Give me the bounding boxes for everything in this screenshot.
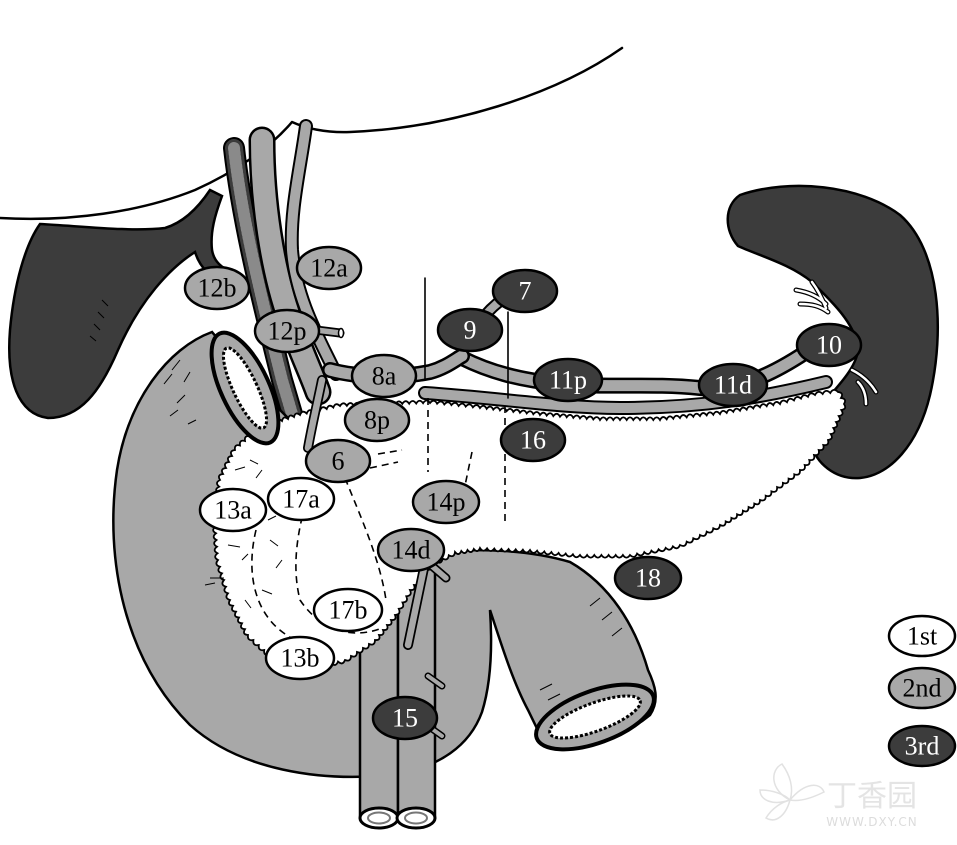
station-12a: 12a [295, 245, 363, 291]
station-15: 15 [371, 695, 439, 741]
node-ellipse [436, 307, 504, 353]
legend-label: 1st [907, 622, 938, 651]
station-label: 17b [329, 596, 368, 625]
node-ellipse [198, 487, 268, 533]
station-14d: 14d [376, 527, 446, 573]
ivc-lumen [367, 811, 391, 825]
station-7: 7 [491, 268, 559, 314]
station-13b: 13b [264, 635, 336, 681]
aorta-lumen [404, 811, 428, 825]
station-label: 11p [549, 366, 587, 395]
station-label: 6 [332, 447, 345, 476]
station-8a: 8a [350, 353, 418, 399]
watermark-site: WWW.DXY.CN [826, 815, 918, 829]
splenic-hilum-vessels [793, 279, 879, 443]
station-16: 16 [499, 417, 567, 463]
station-label: 12b [198, 274, 237, 303]
station-6: 6 [304, 438, 372, 484]
legend-swatch [887, 666, 957, 710]
station-label: 18 [635, 564, 661, 593]
station-18: 18 [613, 555, 683, 601]
station-label: 8p [364, 406, 390, 435]
dashed-boundaries [251, 398, 506, 643]
liver-edge [0, 46, 624, 221]
gallbladder-texture [89, 299, 109, 342]
station-label: 14d [392, 536, 431, 565]
station-14p: 14p [411, 479, 481, 525]
station-label: 13b [281, 644, 320, 673]
station-10: 10 [795, 322, 863, 368]
splenic-vein [418, 375, 833, 415]
station-label: 12p [268, 317, 307, 346]
station-label: 11d [714, 371, 752, 400]
station-13a: 13a [198, 487, 268, 533]
station-label: 16 [520, 426, 546, 455]
station-label: 10 [816, 331, 842, 360]
node-ellipse [371, 695, 439, 741]
node-ellipse [613, 555, 683, 601]
station-9: 9 [436, 307, 504, 353]
legend: 1st 2nd 3rd [887, 614, 957, 768]
common-bile-duct [223, 137, 303, 425]
station-11p: 11p [532, 357, 604, 403]
station-11d: 11d [697, 362, 769, 408]
node-ellipse [350, 353, 418, 399]
station-label: 9 [464, 316, 477, 345]
node-ellipse [499, 417, 567, 463]
station-label: 17a [282, 485, 320, 514]
duodenum-texture [163, 359, 623, 701]
watermark-brand: 丁香园 [827, 779, 917, 814]
node-ellipse [253, 308, 321, 354]
station-8p: 8p [343, 397, 411, 443]
station-12p: 12p [253, 308, 321, 354]
node-ellipse [183, 265, 251, 311]
station-label: 7 [519, 277, 532, 306]
station-17a: 17a [266, 476, 336, 522]
legend-item-2nd: 2nd [887, 666, 957, 710]
legend-item-1st: 1st [887, 614, 957, 658]
legend-swatch [887, 614, 957, 658]
node-ellipse [304, 438, 372, 484]
gastroduodenal-artery [303, 375, 327, 453]
station-label: 13a [214, 496, 252, 525]
station-label: 15 [392, 704, 418, 733]
station-12b: 12b [183, 265, 251, 311]
legend-label: 2nd [903, 674, 942, 703]
node-ellipse [491, 268, 559, 314]
legend-swatch [887, 724, 957, 768]
node-ellipse [411, 479, 481, 525]
duodenum-cut-end [209, 330, 281, 446]
watermark-flower-icon [759, 763, 825, 821]
node-ellipse [795, 322, 863, 368]
station-label: 8a [372, 362, 397, 391]
station-17b: 17b [312, 587, 384, 633]
legend-item-3rd: 3rd [887, 724, 957, 768]
legend-label: 3rd [905, 732, 940, 761]
node-ellipse [697, 362, 769, 408]
gallbladder [8, 188, 234, 420]
hepatic-artery [284, 119, 343, 381]
station-label: 14p [427, 488, 466, 517]
portal-vein [248, 126, 332, 406]
node-ellipse [266, 476, 336, 522]
station-label: 12a [310, 254, 348, 283]
vessel-cut-end [337, 327, 345, 339]
node-ellipse [264, 635, 336, 681]
node-ellipse [312, 587, 384, 633]
node-ellipse [376, 527, 446, 573]
jejunum-cut-end [534, 682, 656, 752]
node-ellipse [343, 397, 411, 443]
watermark: 丁香园 WWW.DXY.CN [759, 763, 918, 829]
node-ellipse [295, 245, 363, 291]
node-ellipse [532, 357, 604, 403]
